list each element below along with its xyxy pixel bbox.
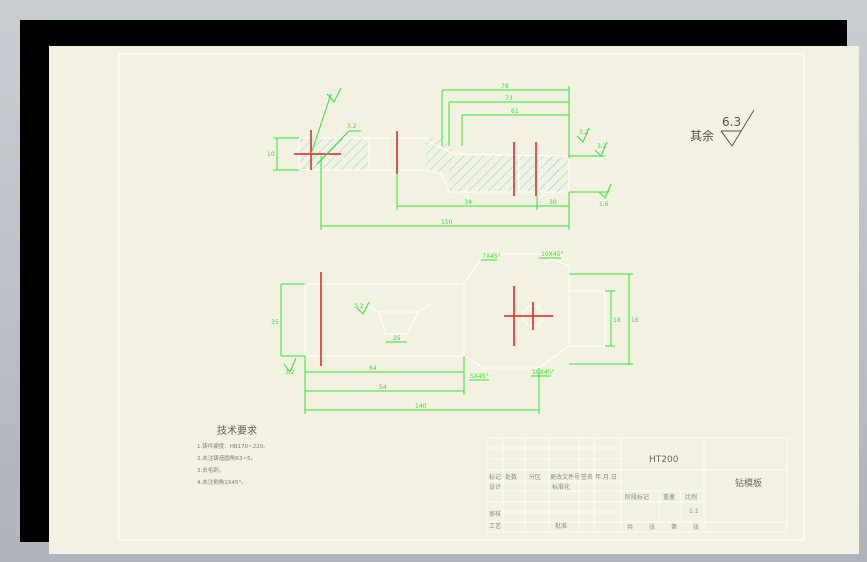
tb-part-name: 钻模板 <box>735 477 762 489</box>
drawing-viewport[interactable]: 78 73 61 34 30 150 10 3.2 3.2 3.2 <box>20 20 859 554</box>
dim-54: 54 <box>379 384 387 391</box>
tech-note-3: 3.去毛刺。 <box>197 466 224 474</box>
tech-requirements: 技术要求 1.铸件硬度：HB170~220。 2.未注铸造圆角R3~5。 3.去… <box>197 424 269 486</box>
dim-64: 64 <box>369 365 377 372</box>
dim-18: 18 <box>613 317 621 324</box>
dim-140: 140 <box>415 403 427 410</box>
dim-34: 34 <box>464 199 472 206</box>
tb-sheet-2: 第 <box>671 523 677 531</box>
tech-note-2: 2.未注铸造圆角R3~5。 <box>197 454 256 462</box>
section-hatch-right <box>449 156 559 192</box>
tb-hdr-5: 年.月.日 <box>595 473 617 481</box>
chamfer-tl: 7X45° <box>482 253 501 260</box>
chamfer-tr: 10X45° <box>541 251 563 258</box>
rough-2: 3.2 <box>579 129 589 136</box>
dim-150: 150 <box>441 219 453 226</box>
tb-stage-mark: 阶段标记 <box>625 493 649 501</box>
rough-6: 1.6 <box>599 201 609 208</box>
top-view: 35 18 16 25 64 54 140 7X45° 10X45° 5X45°… <box>271 251 639 414</box>
drawing-canvas: 78 73 61 34 30 150 10 3.2 3.2 3.2 <box>118 53 805 541</box>
tb-sheet-0: 共 <box>627 523 633 531</box>
tb-hdr-3: 更改文件号 <box>550 473 580 481</box>
dim-61: 61 <box>511 108 519 115</box>
section-hatch-mid <box>426 135 454 173</box>
tb-standardize: 标准化 <box>552 483 570 491</box>
tb-process: 工艺 <box>489 522 501 530</box>
tb-scale-label: 比例 <box>685 493 697 501</box>
tb-sheet-3: 张 <box>693 523 699 531</box>
dim-16: 16 <box>631 317 639 324</box>
tb-hdr-0: 标记 <box>489 473 501 481</box>
rough-5: 3.2 <box>354 303 364 310</box>
rough-4: 3.2 <box>285 369 295 376</box>
title-block: HT200 钻模板 标记 处数 分区 更改文件号 签名 年.月.日 设计 标准化… <box>486 437 788 533</box>
rough-3: 3.2 <box>597 143 607 150</box>
tb-weight: 重量 <box>663 493 675 501</box>
dim-78: 78 <box>501 83 509 90</box>
drawing-sheet: 78 73 61 34 30 150 10 3.2 3.2 3.2 <box>49 46 859 554</box>
dim-25: 25 <box>393 335 401 342</box>
tech-note-4: 4.未注倒角1X45°。 <box>197 478 247 486</box>
roughness-remainder: 其余 6.3 <box>690 109 755 147</box>
chamfer-bl: 5X45° <box>470 373 489 380</box>
remainder-label: 其余 <box>690 128 714 143</box>
tb-scale: 1:1 <box>689 508 699 515</box>
tech-title: 技术要求 <box>217 424 257 437</box>
remainder-value: 6.3 <box>722 115 741 129</box>
tb-sheet-1: 张 <box>649 523 655 531</box>
dim-73: 73 <box>505 95 513 102</box>
rough-1: 3.2 <box>347 123 357 130</box>
dim-30: 30 <box>549 199 557 206</box>
tb-hdr-1: 处数 <box>505 473 517 481</box>
tb-hdr-4: 签名 <box>581 473 593 481</box>
tb-approve: 批准 <box>555 522 567 530</box>
tb-review: 审核 <box>489 510 501 518</box>
dim-10: 10 <box>267 151 275 158</box>
tb-hdr-2: 分区 <box>529 473 541 481</box>
tb-material: HT200 <box>649 455 679 465</box>
tech-note-1: 1.铸件硬度：HB170~220。 <box>197 442 269 450</box>
dim-35: 35 <box>271 319 279 326</box>
front-section-view: 78 73 61 34 30 150 10 3.2 3.2 3.2 <box>267 83 612 230</box>
chamfer-br: 10X45° <box>532 369 554 376</box>
drawing-frame <box>118 53 805 541</box>
tb-design: 设计 <box>489 483 501 491</box>
